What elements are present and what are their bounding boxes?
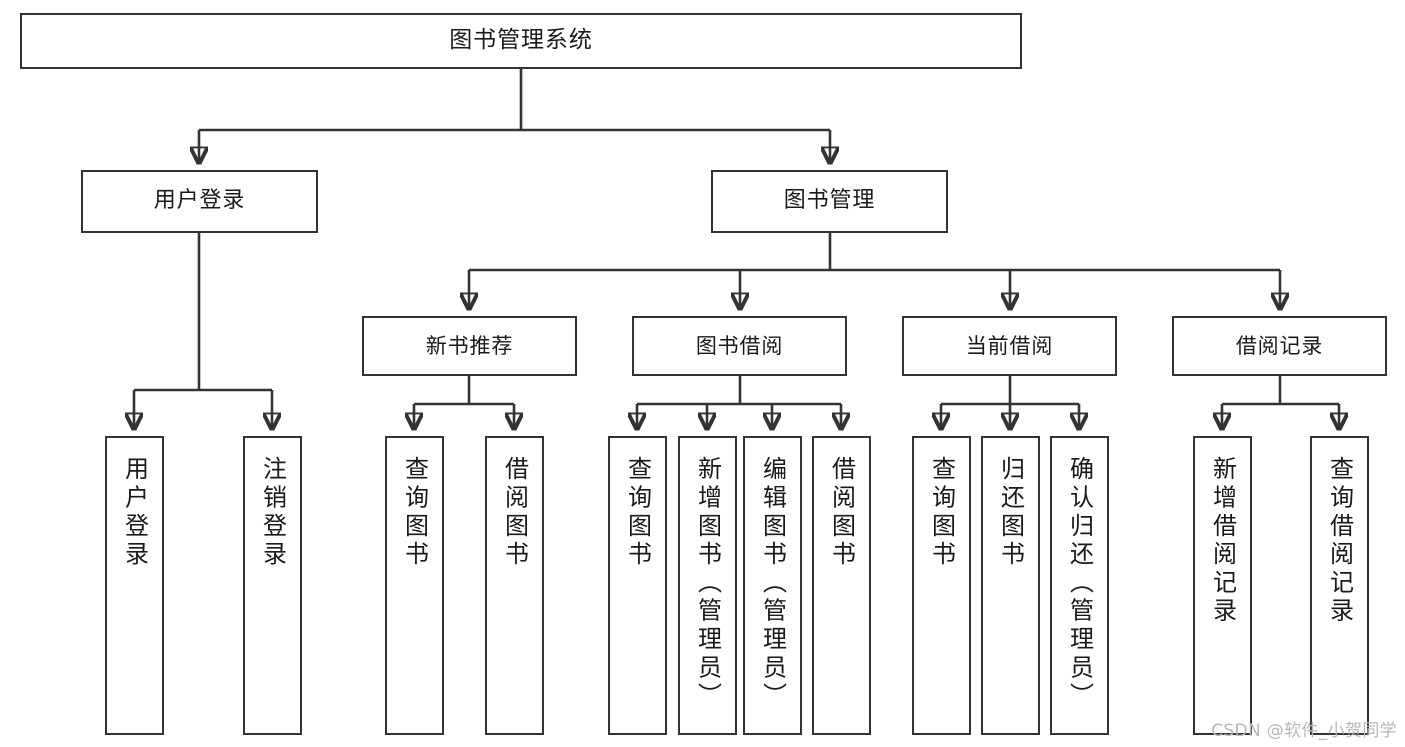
node-current-borrow[interactable]: 当前借阅 — [902, 316, 1117, 376]
leaf-return-book[interactable]: 归还图书 — [981, 436, 1040, 735]
node-label: 新增图书（管理员） — [693, 456, 722, 711]
node-book-management[interactable]: 图书管理 — [711, 170, 948, 233]
leaf-query-book-borrow[interactable]: 查询图书 — [608, 436, 667, 735]
leaf-borrow-book[interactable]: 借阅图书 — [812, 436, 871, 735]
node-label: 用户登录 — [120, 456, 149, 570]
leaf-query-borrow-record[interactable]: 查询借阅记录 — [1310, 436, 1369, 735]
leaf-confirm-return-admin[interactable]: 确认归还（管理员） — [1050, 436, 1109, 735]
leaf-add-book-admin[interactable]: 新增图书（管理员） — [678, 436, 737, 735]
node-label: 用户登录 — [153, 188, 246, 214]
leaf-query-book-recommend[interactable]: 查询图书 — [385, 436, 444, 735]
node-label: 编辑图书（管理员） — [758, 456, 787, 711]
node-root-system[interactable]: 图书管理系统 — [20, 13, 1022, 69]
node-book-borrow[interactable]: 图书借阅 — [632, 316, 847, 376]
leaf-query-book-current[interactable]: 查询图书 — [912, 436, 971, 735]
node-label: 借阅图书 — [827, 456, 856, 570]
leaf-edit-book-admin[interactable]: 编辑图书（管理员） — [743, 436, 802, 735]
leaf-add-borrow-record[interactable]: 新增借阅记录 — [1193, 436, 1252, 735]
node-label: 查询图书 — [927, 456, 956, 570]
node-label: 当前借阅 — [965, 333, 1054, 358]
node-user-login[interactable]: 用户登录 — [81, 170, 318, 233]
leaf-user-login[interactable]: 用户登录 — [105, 436, 164, 735]
node-label: 查询借阅记录 — [1325, 456, 1354, 626]
node-new-book-recommend[interactable]: 新书推荐 — [362, 316, 577, 376]
leaf-borrow-book-recommend[interactable]: 借阅图书 — [485, 436, 544, 735]
leaf-logout-login[interactable]: 注销登录 — [243, 436, 302, 735]
node-label: 查询图书 — [623, 456, 652, 570]
node-label: 图书管理系统 — [449, 27, 593, 54]
node-label: 图书借阅 — [695, 333, 784, 358]
node-label: 确认归还（管理员） — [1065, 456, 1094, 711]
node-label: 新增借阅记录 — [1208, 456, 1237, 626]
watermark-text: CSDN @软件_小贺同学 — [1211, 721, 1397, 741]
node-label: 图书管理 — [783, 188, 876, 214]
node-label: 查询图书 — [400, 456, 429, 570]
node-label: 借阅图书 — [500, 456, 529, 570]
node-label: 注销登录 — [258, 456, 287, 570]
node-label: 新书推荐 — [425, 333, 514, 358]
node-label: 归还图书 — [996, 456, 1025, 570]
node-label: 借阅记录 — [1235, 333, 1324, 358]
node-borrow-record[interactable]: 借阅记录 — [1172, 316, 1387, 376]
